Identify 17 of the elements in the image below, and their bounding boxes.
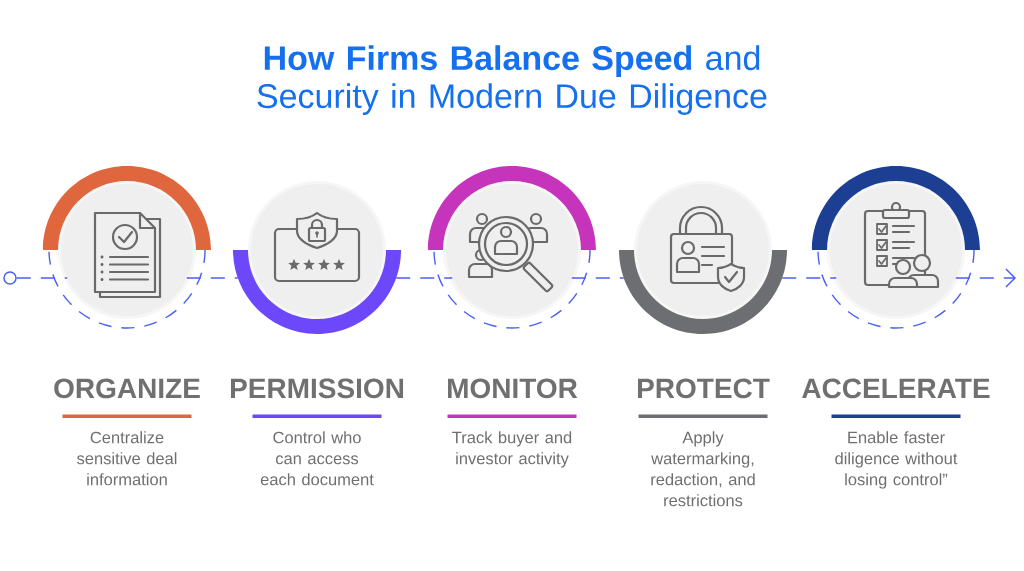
connector-line [395, 277, 453, 279]
step-description: Enable faster diligence without losing control” [835, 431, 958, 489]
step-description: Track buyer and investor activity [452, 431, 572, 468]
step-heading: MONITOR [448, 378, 578, 399]
step-description: Centralize sensitive deal information [77, 431, 177, 486]
step-heading: PERMISSION [230, 378, 404, 399]
step-heading: PROTECT [638, 378, 770, 399]
connector-line [781, 277, 837, 279]
connector-line [571, 277, 625, 279]
arrow [955, 268, 1016, 288]
connector-line [16, 277, 68, 279]
step-heading: ORGANIZE [54, 378, 200, 399]
title: How Firms Balance Speed and Security in Modern Due Diligence [257, 45, 767, 115]
step-heading: ACCELERATE [802, 378, 990, 399]
connector-line [186, 277, 239, 279]
step-description: Apply watermarking, redaction, and restrictions [651, 431, 755, 507]
step-description: Control who can access each document [260, 431, 374, 486]
